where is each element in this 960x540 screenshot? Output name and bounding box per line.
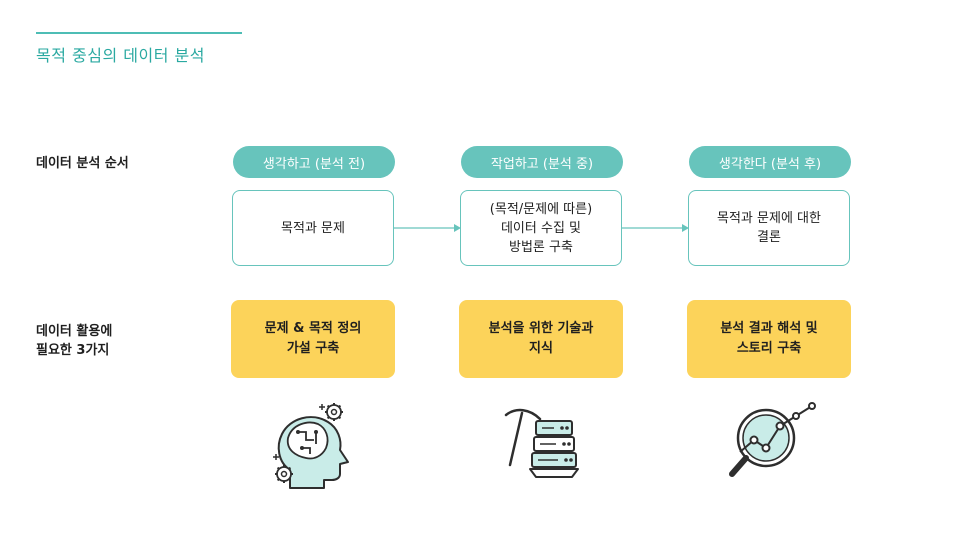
pickaxe-server-icon [504,408,579,478]
stage-3-skill: 분석 결과 해석 및 스토리 구축 [687,300,851,378]
stage-2-pill: 작업하고 (분석 중) [461,146,623,178]
title-underline [36,32,242,34]
page-title: 목적 중심의 데이터 분석 [36,46,205,65]
flow-arrow-2 [622,224,689,232]
stage-3-pill: 생각한다 (분석 후) [689,146,851,178]
stage-1-pill: 생각하고 (분석 전) [233,146,395,178]
head-gears-icon [273,403,349,489]
stage-2-skill: 분석을 위한 기술과 지식 [459,300,623,378]
stage-2-box: (목적/문제에 따른) 데이터 수집 및 방법론 구축 [460,190,622,266]
stage-1-box: 목적과 문제 [232,190,394,266]
row-label-sequence: 데이터 분석 순서 [36,156,129,171]
flow-arrow-1 [394,224,461,232]
stage-1-skill: 문제 & 목적 정의 가설 구축 [231,300,395,378]
row-label-skills: 데이터 활용에 필요한 3가지 [36,324,113,358]
stage-3-box: 목적과 문제에 대한 결론 [688,190,850,266]
magnifier-chart-icon [729,402,816,477]
